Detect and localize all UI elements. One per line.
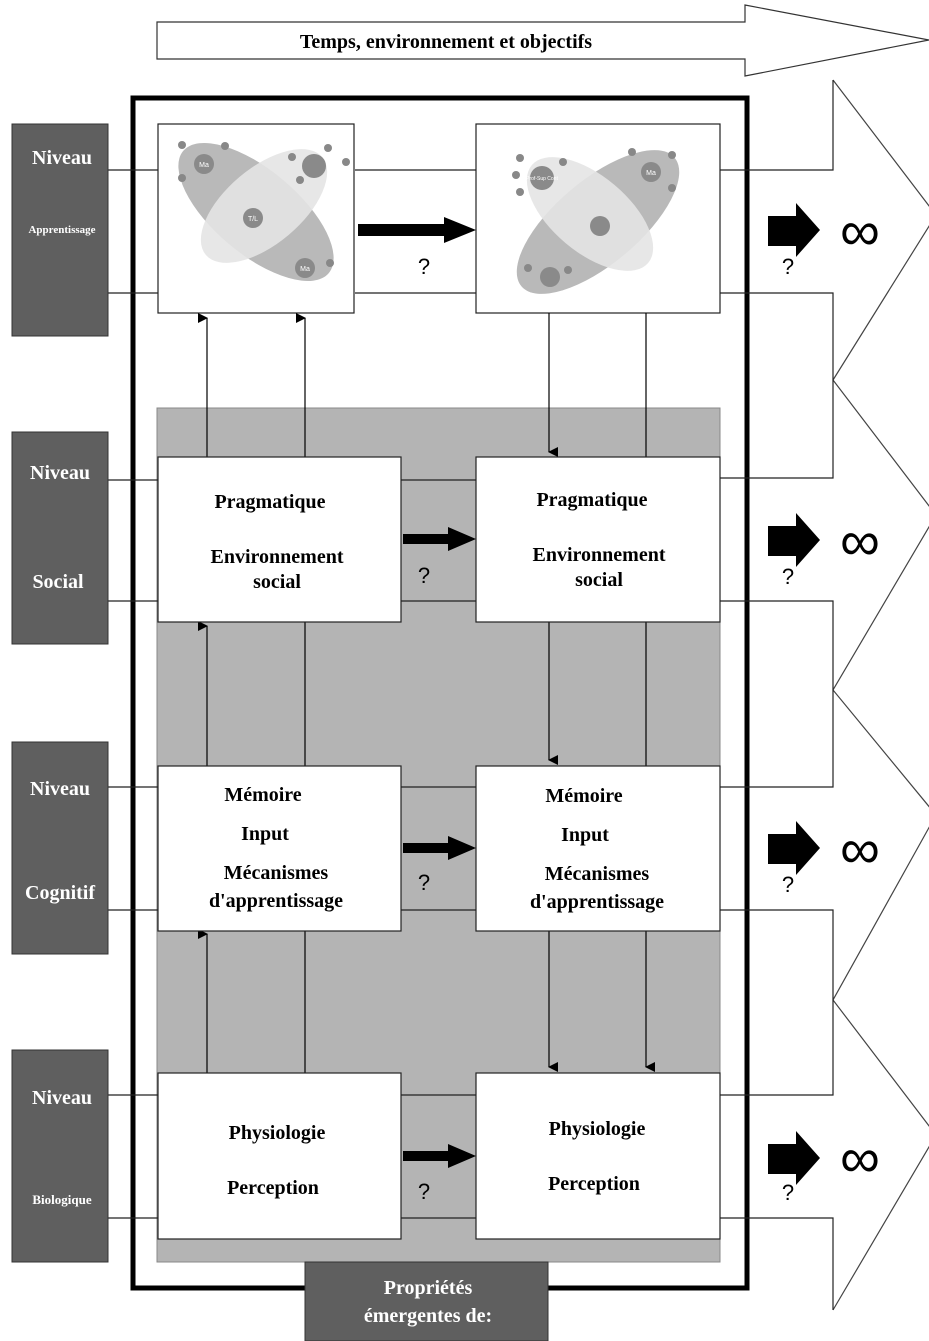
header-arrow: Temps, environnement et objectifs <box>156 4 929 77</box>
box-bio-right: Physiologie Perception <box>475 1072 721 1240</box>
question-mark: ? <box>418 254 430 279</box>
box-line-1: Mémoire <box>545 785 622 807</box>
level-subtitle: Cognitif <box>25 882 95 904</box>
header-arrow-label: Temps, environnement et objectifs <box>300 31 592 53</box>
node-tl <box>590 216 610 236</box>
box-line-2: Environnement <box>533 544 666 566</box>
box-line-3: Mécanismes <box>545 863 650 885</box>
box-line-1: Pragmatique <box>536 489 647 511</box>
infinity-symbol: ∞ <box>840 509 880 572</box>
node-label: Ma <box>646 170 656 177</box>
box-line-1: Physiologie <box>229 1122 326 1144</box>
level-box-cognitif: Niveau Cognitif <box>11 741 109 955</box>
box-bio-left: Physiologie Perception <box>157 1072 402 1240</box>
box-line-4: d'apprentissage <box>209 890 343 912</box>
infinity-indicator-apprentissage: ? ∞ <box>768 199 880 279</box>
box-line-2: Input <box>241 823 289 845</box>
box-line-2: Perception <box>548 1173 640 1195</box>
level-box-apprentissage: Niveau Apprentissage <box>11 123 109 337</box>
node-label: Prof-Sup Cont <box>526 176 558 182</box>
learning-model-left: Ma T/L Ma <box>157 123 355 314</box>
node-ma-2 <box>295 258 315 278</box>
learning-model-right: Prof-Sup Cont Ma <box>475 123 721 314</box>
box-cognitif-right: Mémoire Input Mécanismes d'apprentissage <box>475 765 721 932</box>
box-social-left: Pragmatique Environnement social <box>157 456 402 623</box>
level-title: Niveau <box>32 1087 92 1109</box>
infinity-indicator-social: ? ∞ <box>768 509 880 589</box>
box-line-2: Perception <box>227 1177 319 1199</box>
box-line-1: Pragmatique <box>214 491 325 513</box>
level-title: Niveau <box>30 462 90 484</box>
question-mark: ? <box>418 563 430 588</box>
box-social-right: Pragmatique Environnement social <box>475 456 721 623</box>
box-line-3: social <box>575 569 623 591</box>
node-ma-1 <box>194 154 214 174</box>
infinity-symbol: ∞ <box>840 817 880 880</box>
transition-arrow-bio: ? <box>403 1144 476 1204</box>
node-label: Ma <box>300 266 310 273</box>
vertical-connectors <box>198 313 655 1073</box>
box-cognitif-left: Mémoire Input Mécanismes d'apprentissage <box>157 765 402 932</box>
box-line-2: Input <box>561 824 609 846</box>
node-ma-4 <box>540 267 560 287</box>
infinity-symbol: ∞ <box>840 1126 880 1189</box>
question-mark: ? <box>782 1180 794 1205</box>
level-subtitle: Biologique <box>32 1192 91 1207</box>
node-label: Ma <box>199 162 209 169</box>
infinity-indicator-bio: ? ∞ <box>768 1126 880 1205</box>
emergent-line-2: émergentes de: <box>364 1305 492 1327</box>
question-mark: ? <box>782 564 794 589</box>
box-line-1: Physiologie <box>549 1118 646 1140</box>
node-label: T/L <box>248 216 258 223</box>
box-line-4: d'apprentissage <box>530 891 664 913</box>
transition-arrow-cognitif: ? <box>403 836 476 895</box>
box-line-2: Environnement <box>211 546 344 568</box>
level-title: Niveau <box>32 147 92 169</box>
transition-arrow-apprentissage: ? <box>358 217 476 279</box>
question-mark: ? <box>782 254 794 279</box>
level-subtitle: Social <box>32 571 84 593</box>
emergent-line-1: Propriétés <box>384 1277 473 1299</box>
node-prof <box>302 154 326 178</box>
infinity-indicator-cognitif: ? ∞ <box>768 817 880 897</box>
node-prof <box>530 166 554 190</box>
level-box-social: Niveau Social <box>11 431 109 645</box>
infinity-symbol: ∞ <box>840 199 880 262</box>
question-mark: ? <box>782 872 794 897</box>
transition-arrow-social: ? <box>403 527 476 588</box>
box-line-3: Mécanismes <box>224 862 329 884</box>
box-line-3: social <box>253 571 301 593</box>
box-line-1: Mémoire <box>224 784 301 806</box>
level-title: Niveau <box>30 778 90 800</box>
question-mark: ? <box>418 870 430 895</box>
question-mark: ? <box>418 1179 430 1204</box>
node-tl <box>243 208 263 228</box>
node-ma-3 <box>641 162 661 182</box>
level-box-biologique: Niveau Biologique <box>11 1049 109 1263</box>
emergent-properties-box: Propriétés émergentes de: <box>304 1261 549 1341</box>
level-guide-lines <box>108 80 834 1310</box>
level-subtitle: Apprentissage <box>28 224 95 236</box>
